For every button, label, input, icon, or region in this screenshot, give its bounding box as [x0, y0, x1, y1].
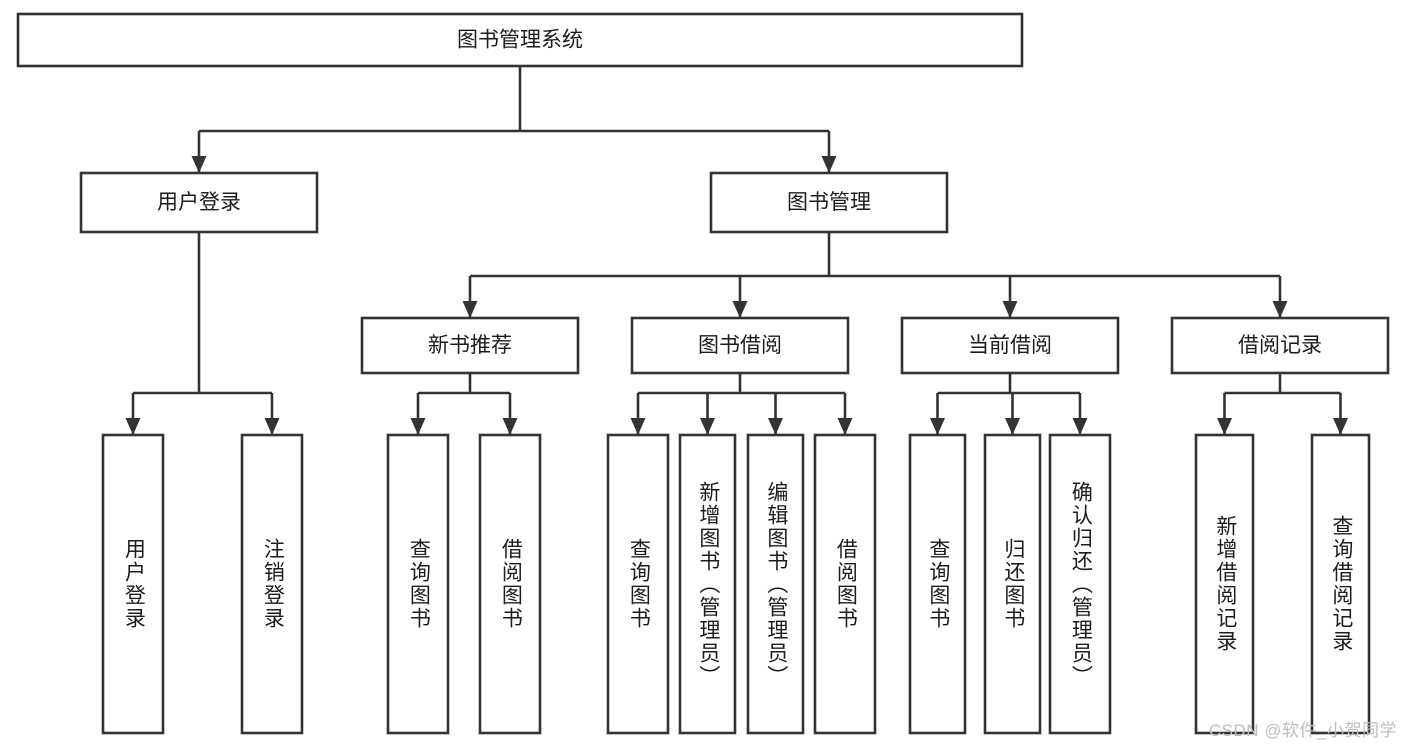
leaf-return-book[interactable] — [983, 433, 1042, 735]
leaf-query-borrow-record[interactable] — [1310, 433, 1371, 735]
edge-borrow-to-leaves — [630, 373, 853, 435]
node-current-borrow[interactable] — [900, 316, 1120, 375]
boxes-layer — [16, 12, 1390, 735]
leaf-add-book-admin[interactable] — [678, 433, 737, 735]
leaf-logout[interactable] — [240, 433, 304, 735]
node-borrow-record-label: 借阅记录 — [1238, 334, 1322, 357]
arrow-head-icon — [191, 156, 207, 173]
arrow-head-icon — [930, 418, 945, 435]
node-book-borrow[interactable] — [630, 316, 850, 375]
arrow-head-icon — [732, 301, 748, 318]
arrow-head-icon — [462, 301, 478, 318]
leaf-query-book-1[interactable] — [386, 433, 450, 735]
edge-record-to-leaves — [1217, 373, 1348, 435]
edge-bookmgmt-to-level3 — [462, 232, 1288, 318]
arrow-head-icon — [1005, 418, 1020, 435]
arrow-head-icon — [700, 418, 715, 435]
arrow-head-icon — [502, 418, 518, 435]
edge-newbook-to-leaves — [410, 373, 518, 435]
leaf-borrow-book-2[interactable] — [813, 433, 877, 735]
node-book-borrow-label: 图书借阅 — [698, 334, 782, 357]
arrow-head-icon — [410, 418, 426, 435]
arrow-head-icon — [1072, 418, 1088, 435]
node-book-management-label: 图书管理 — [787, 191, 871, 214]
arrow-head-icon — [1333, 418, 1348, 435]
leaf-confirm-return-admin[interactable] — [1048, 433, 1112, 735]
arrow-head-icon — [264, 418, 280, 435]
node-current-borrow-label: 当前借阅 — [968, 334, 1052, 357]
arrow-head-icon — [1217, 418, 1232, 435]
node-new-book-recommend-label: 新书推荐 — [428, 334, 512, 357]
arrow-head-icon — [821, 156, 837, 173]
leaf-query-book-2[interactable] — [606, 433, 670, 735]
edge-current-to-leaves — [930, 373, 1088, 435]
leaf-add-borrow-record[interactable] — [1194, 433, 1255, 735]
node-root[interactable] — [16, 12, 1024, 68]
edge-root-to-level2 — [191, 66, 837, 173]
leaf-user-login[interactable] — [101, 433, 165, 735]
arrow-head-icon — [1002, 301, 1018, 318]
arrow-head-icon — [1272, 301, 1288, 318]
arrow-head-icon — [125, 418, 141, 435]
arrow-head-icon — [837, 418, 853, 435]
node-root-label: 图书管理系统 — [457, 29, 583, 52]
node-book-management[interactable] — [709, 171, 949, 234]
leaf-query-book-3[interactable] — [908, 433, 967, 735]
node-user-login[interactable] — [79, 171, 319, 234]
leaf-edit-book-admin[interactable] — [746, 433, 805, 735]
node-user-login-label: 用户登录 — [157, 191, 241, 214]
node-new-book-recommend[interactable] — [360, 316, 580, 375]
edge-login-to-leaves — [125, 232, 280, 435]
arrow-head-icon — [630, 418, 646, 435]
node-borrow-record[interactable] — [1170, 316, 1390, 375]
arrow-head-icon — [768, 418, 783, 435]
leaf-borrow-book-1[interactable] — [478, 433, 542, 735]
edges-layer — [125, 66, 1348, 435]
